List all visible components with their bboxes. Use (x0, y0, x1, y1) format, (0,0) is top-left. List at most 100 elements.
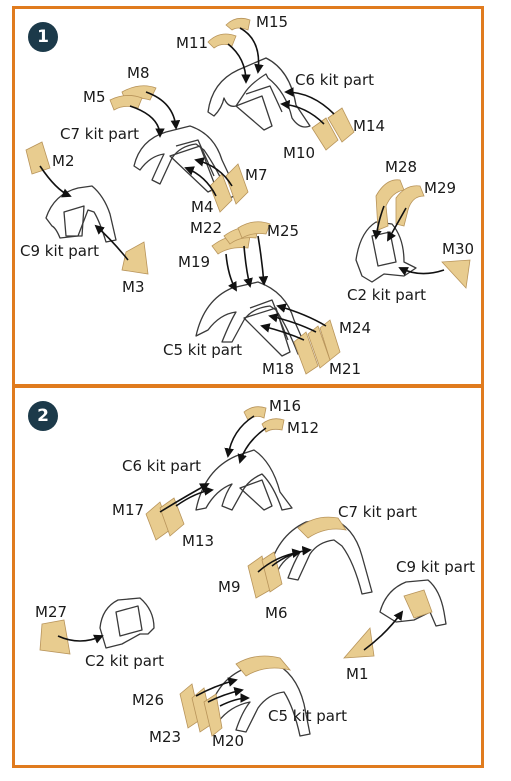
part-label-m20: M20 (212, 732, 245, 750)
kit-part-label-c5: C5 kit part (268, 707, 348, 725)
kit-part-label-c5: C5 kit part (163, 341, 243, 359)
arrow-m27 (57, 634, 104, 644)
arrow-m7 (194, 157, 233, 187)
arrow-m19 (225, 253, 237, 292)
arrow-m13 (175, 486, 214, 507)
part-label-m2: M2 (52, 152, 75, 170)
part-label-m23: M23 (149, 728, 182, 746)
part-label-m6: M6 (265, 604, 288, 622)
part-label-m15: M15 (256, 13, 289, 31)
part-c9-fill (403, 589, 433, 619)
arrow-m28 (372, 205, 385, 240)
c9-kit-part (45, 185, 117, 243)
part-m20 (203, 693, 223, 737)
part-m14 (327, 107, 355, 143)
part-c7-top (297, 516, 347, 539)
c6-inner-struts-2 (239, 479, 273, 511)
part-m11 (207, 33, 237, 49)
arrow-m24 (276, 303, 327, 327)
arrow-m30 (398, 267, 445, 276)
part-label-m13: M13 (182, 532, 215, 550)
arrow-m16 (224, 415, 255, 458)
part-c5-top (235, 655, 292, 677)
arrow-m3 (94, 224, 129, 261)
arrow-m29 (387, 207, 407, 242)
part-label-m11: M11 (176, 34, 209, 52)
kit-part-label-c9: C9 kit part (20, 242, 100, 260)
part-m12 (261, 418, 285, 433)
kit-part-label-c2: C2 kit part (85, 652, 165, 670)
arrow-m1 (363, 610, 404, 651)
part-label-m17: M17 (112, 501, 145, 519)
part-m24 (319, 319, 341, 361)
part-m5 (109, 95, 143, 111)
part-label-m7: M7 (245, 166, 268, 184)
part-m1 (343, 627, 375, 659)
part-label-m4: M4 (191, 198, 214, 216)
arrow-m23 (207, 686, 244, 703)
part-label-m9: M9 (218, 578, 241, 596)
c2-inner-frame-2 (115, 605, 143, 637)
part-label-m8: M8 (127, 64, 150, 82)
arrow-m22 (243, 245, 253, 288)
c6-kit-part-2 (195, 449, 293, 511)
part-m25 (237, 221, 271, 239)
part-m6 (261, 551, 283, 593)
part-label-m5: M5 (83, 88, 106, 106)
part-m27 (39, 619, 71, 655)
part-label-m10: M10 (283, 144, 316, 162)
arrow-m26 (195, 677, 238, 697)
kit-part-label-c7: C7 kit part (338, 503, 418, 521)
part-label-m1: M1 (346, 665, 369, 683)
part-label-m19: M19 (178, 253, 211, 271)
part-m7 (225, 163, 249, 205)
arrow-m8 (145, 91, 181, 130)
part-m3 (121, 241, 149, 275)
arrow-m5 (129, 105, 165, 138)
part-label-m3: M3 (122, 278, 145, 296)
c6-inner-struts (235, 85, 283, 131)
arrow-m6 (271, 545, 312, 567)
arrow-m2 (39, 165, 72, 198)
part-label-m21: M21 (329, 360, 362, 378)
kit-part-label-c6: C6 kit part (295, 71, 375, 89)
part-m2 (25, 141, 51, 175)
arrow-m18 (260, 323, 305, 341)
arrow-m20 (219, 693, 250, 707)
part-label-m25: M25 (267, 222, 300, 240)
c5-inner-struts (243, 299, 291, 357)
part-label-m22: M22 (190, 219, 223, 237)
c9-inner-frame (63, 205, 85, 237)
part-label-m14: M14 (353, 117, 386, 135)
step-number-badge: 1 (28, 22, 58, 52)
part-m15 (225, 17, 251, 31)
arrow-m14 (284, 87, 335, 115)
step-number-badge: 2 (28, 401, 58, 431)
arrow-m15 (239, 27, 264, 74)
part-label-m12: M12 (287, 419, 320, 437)
arrow-m21 (268, 313, 317, 333)
part-label-m30: M30 (442, 240, 475, 258)
part-m19 (211, 234, 251, 255)
part-m29 (395, 185, 425, 227)
part-label-m28: M28 (385, 158, 418, 176)
c6-kit-part (207, 57, 311, 128)
arrow-m12 (237, 427, 267, 464)
part-m18 (293, 331, 319, 375)
kit-part-label-c9: C9 kit part (396, 558, 476, 576)
kit-part-label-c7: C7 kit part (60, 125, 140, 143)
part-m30 (441, 259, 471, 289)
arrow-m10 (280, 99, 325, 125)
c2-kit-part-2 (99, 597, 155, 649)
part-label-m29: M29 (424, 179, 457, 197)
kit-part-label-c2: C2 kit part (347, 286, 427, 304)
part-label-m18: M18 (262, 360, 295, 378)
arrow-m25 (257, 235, 269, 286)
part-label-m26: M26 (132, 691, 165, 709)
part-label-m27: M27 (35, 603, 68, 621)
part-m16 (243, 406, 267, 421)
c2-kit-part (355, 221, 417, 283)
part-label-m16: M16 (269, 397, 302, 415)
kit-part-label-c6: C6 kit part (122, 457, 202, 475)
